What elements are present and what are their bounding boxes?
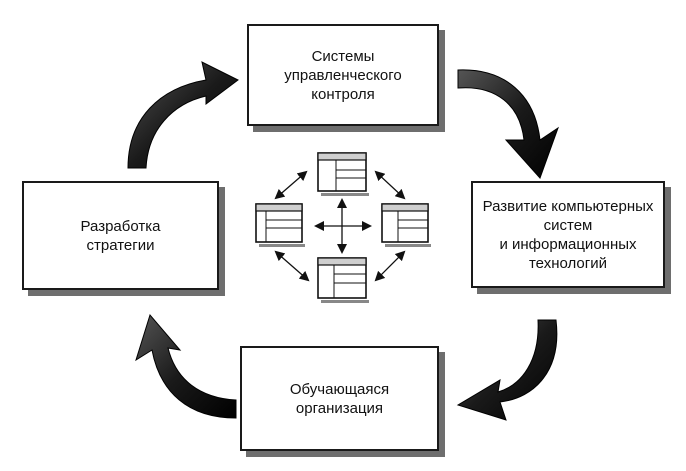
node-label: Обучающаяся организация	[289, 380, 390, 417]
cycle-arrow-right-bottom	[456, 319, 558, 421]
window-icon-right	[381, 203, 431, 247]
window-icon-top	[317, 152, 369, 196]
node-label: Развитие компьютерных систем и информаци…	[482, 197, 654, 272]
cycle-arrow-left-top	[127, 61, 239, 169]
node-label: Разработка стратегии	[80, 217, 161, 254]
node-strategy-development: Разработка стратегии	[22, 181, 219, 290]
node-learning-organization: Обучающаяся организация	[240, 346, 439, 451]
cycle-arrow-top-right	[457, 69, 559, 179]
link-arrow-bottom-left	[274, 250, 310, 282]
node-label: Системы управленческого контроля	[284, 47, 402, 103]
center-network	[255, 152, 431, 303]
link-arrow-top-left	[274, 170, 308, 200]
cycle-arrow-bottom-left	[135, 313, 237, 419]
link-arrow-top-right	[374, 170, 406, 200]
node-computer-systems: Развитие компьютерных систем и информаци…	[471, 181, 665, 288]
link-arrow-bottom-right	[374, 250, 406, 282]
window-icon-left	[255, 203, 305, 247]
window-icon-bottom	[317, 257, 369, 303]
node-management-control: Системы управленческого контроля	[247, 24, 439, 126]
